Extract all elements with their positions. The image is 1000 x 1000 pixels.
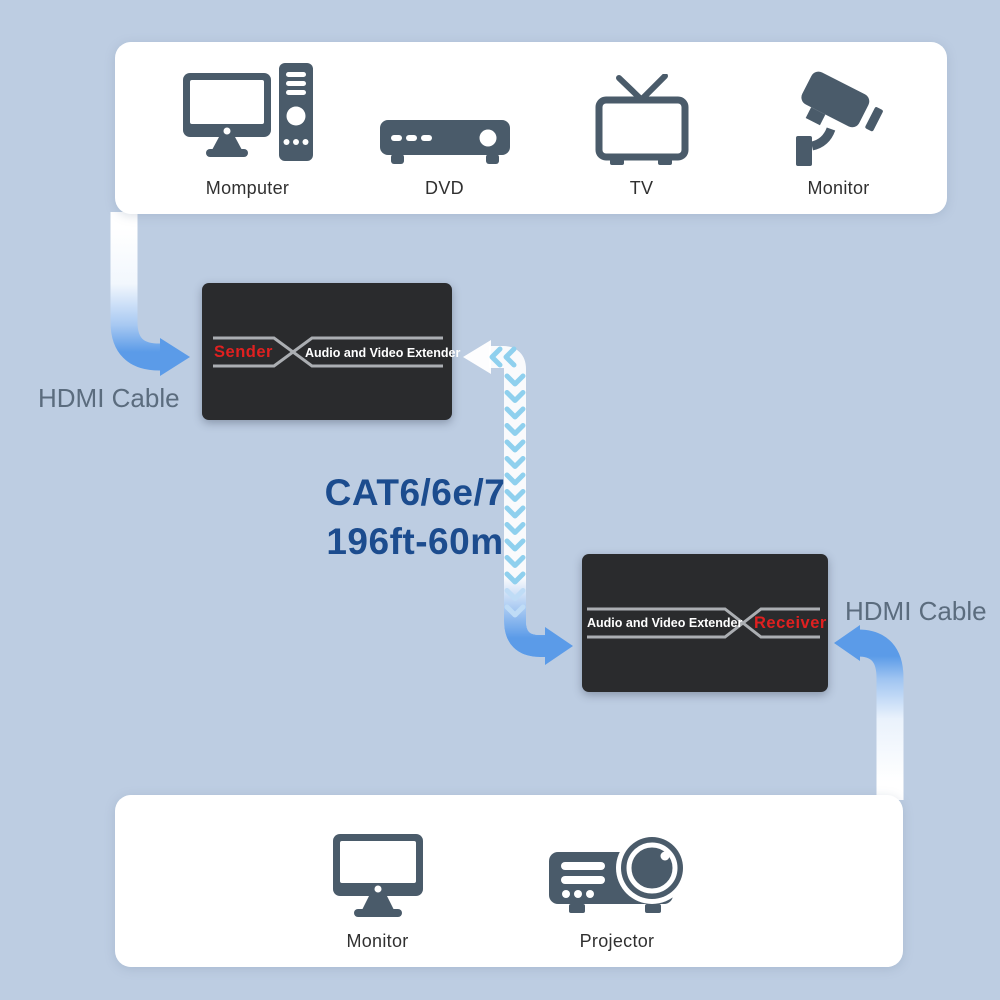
- device-projector: Projector: [548, 795, 686, 967]
- sender-extender-box: Sender Audio and Video Extender: [202, 283, 461, 420]
- receiver-crossover-lines: [587, 607, 820, 639]
- monitor-icon: [332, 834, 423, 920]
- source-devices-panel: Momputer DVD: [115, 42, 947, 214]
- dvd-player-icon: [379, 120, 510, 167]
- hdmi-cable-left-arrow: [110, 212, 190, 376]
- device-label: DVD: [425, 178, 464, 198]
- sender-product-label: Audio and Video Extender: [305, 346, 461, 360]
- device-monitor: Monitor: [332, 795, 423, 967]
- receiver-extender-box: Audio and Video Extender Receiver: [582, 554, 828, 692]
- device-tv: TV: [543, 42, 740, 214]
- cctv-camera-icon: [788, 67, 890, 167]
- sender-label: Sender: [214, 343, 273, 361]
- tv-icon: [595, 74, 689, 167]
- cat-arrow-to-sender: [463, 340, 491, 374]
- device-momputer: Momputer: [149, 42, 346, 214]
- receiver-label: Receiver: [754, 614, 827, 632]
- projector-icon: [548, 826, 686, 920]
- hdmi-cable-label-right: HDMI Cable: [845, 596, 987, 626]
- hdmi-cable-label-left: HDMI Cable: [38, 383, 180, 413]
- device-dvd: DVD: [346, 42, 543, 214]
- device-label: Monitor: [346, 931, 409, 951]
- sender-crossover-lines: [213, 336, 443, 368]
- display-devices-panel: Monitor Projector: [115, 795, 903, 967]
- computer-icon: [182, 63, 313, 167]
- device-monitor-camera: Monitor: [740, 42, 937, 214]
- device-label: TV: [629, 178, 654, 198]
- device-label: Momputer: [205, 178, 290, 198]
- hdmi-cable-right-arrow: [834, 625, 904, 800]
- device-label: Projector: [579, 931, 655, 951]
- device-label: Monitor: [807, 178, 870, 198]
- receiver-product-label: Audio and Video Extender: [587, 616, 743, 630]
- cat-cable-label: CAT6/6e/7 196ft-60m: [300, 468, 530, 566]
- cat-cable-length: 196ft-60m: [326, 521, 504, 562]
- cat-cable-type: CAT6/6e/7: [324, 472, 506, 513]
- cat-arrow-to-receiver: [545, 627, 573, 665]
